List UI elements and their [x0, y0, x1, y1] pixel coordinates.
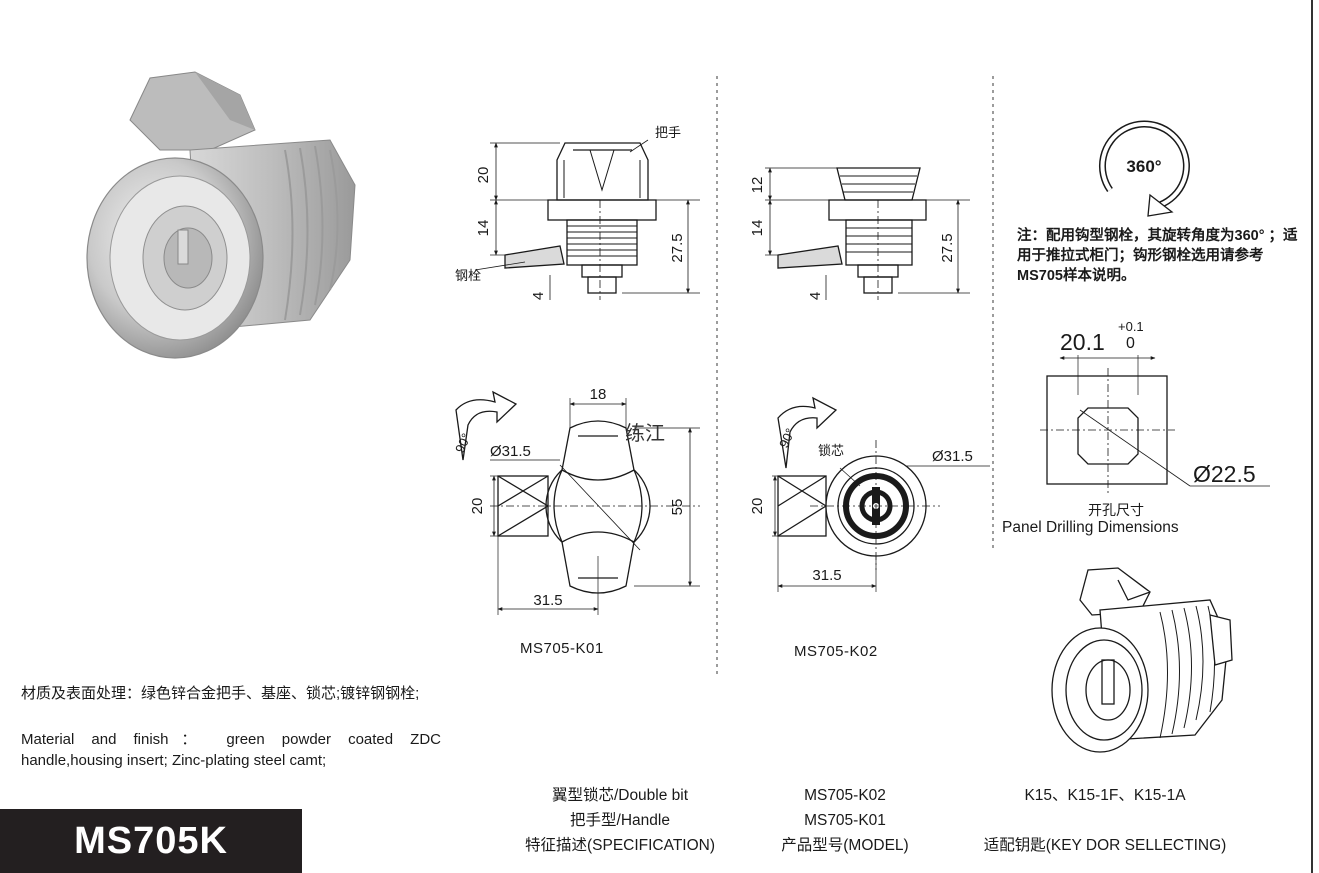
caption-k01: MS705-K01 — [520, 640, 604, 657]
dim-k01-27-5: 27.5 — [669, 233, 686, 262]
dim-k01-18: 18 — [590, 386, 607, 403]
spec-col-3: K15、K15-1F、K15-1A 适配钥匙(KEY DOR SELLECTIN… — [950, 783, 1260, 858]
label-handle: 把手 — [655, 125, 681, 140]
k01-top-view — [455, 390, 700, 615]
rotation-360-label: 360° — [1126, 157, 1161, 176]
spec-col-2: MS705-K02 MS705-K01 产品型号(MODEL) — [755, 783, 935, 858]
spec-col3-row3: 适配钥匙(KEY DOR SELLECTING) — [983, 837, 1227, 854]
dim-k02-27-5: 27.5 — [939, 233, 956, 262]
model-title: MS705K — [0, 809, 302, 873]
product-render — [86, 71, 356, 359]
dim-panel-tol-lower: 0 — [1126, 335, 1135, 352]
k02-front-view — [765, 167, 970, 300]
note-text: 注：配用钩型钢栓，其旋转角度为360° ；适用于推拉式柜门；钩形钢栓选用请参考M… — [1017, 228, 1298, 284]
watermark: 练江 — [625, 421, 665, 445]
dim-k02-31-5: 31.5 — [812, 567, 841, 584]
page-border-line — [1311, 0, 1313, 873]
caption-panel-cn: 开孔尺寸 — [1088, 502, 1144, 518]
product-sketch — [1051, 567, 1233, 753]
caption-panel-en: Panel Drilling Dimensions — [1002, 519, 1179, 536]
caption-k02: MS705-K02 — [794, 643, 878, 660]
dim-panel-tol-upper: +0.1 — [1118, 319, 1144, 334]
spec-col2-row1: MS705-K02 — [804, 787, 886, 804]
spec-col1-row2: 把手型/Handle — [570, 812, 670, 829]
dim-k02-top-20: 20 — [749, 498, 766, 515]
material-en: Material and finish： green powder coated… — [21, 731, 441, 769]
dim-k01-55: 55 — [669, 499, 686, 516]
dim-k01-top-20: 20 — [469, 498, 486, 515]
dim-panel-width: 20.1 — [1060, 329, 1105, 355]
label-core: 锁芯 — [818, 443, 844, 458]
k01-front-view — [474, 139, 700, 300]
spec-col2-row2: MS705-K01 — [804, 812, 886, 829]
spec-col-1: 翼型锁芯/Double bit 把手型/Handle 特征描述(SPECIFIC… — [490, 783, 750, 858]
panel-drilling-drawing — [1040, 355, 1270, 495]
spec-col1-row1: 翼型锁芯/Double bit — [551, 787, 689, 804]
dim-k02-dia: Ø31.5 — [932, 448, 973, 465]
spec-col3-row2 — [950, 808, 1260, 833]
dim-k01-4: 4 — [530, 292, 547, 300]
rotation-360-icon — [1098, 120, 1190, 217]
k02-top-view — [772, 396, 990, 592]
dim-k02-14: 14 — [749, 220, 766, 237]
dim-k01-20: 20 — [475, 167, 492, 184]
dim-k02-4: 4 — [807, 292, 824, 300]
dim-k01-dia: Ø31.5 — [490, 443, 531, 460]
spec-col3-row1: K15、K15-1F、K15-1A — [1024, 787, 1186, 804]
dim-k01-31-5: 31.5 — [533, 592, 562, 609]
rotation-k01: 90° — [452, 431, 474, 455]
label-bolt: 钢栓 — [455, 268, 481, 283]
spec-col2-row3: 产品型号(MODEL) — [781, 837, 909, 854]
dim-k01-14: 14 — [475, 220, 492, 237]
material-cn: 材质及表面处理：绿色锌合金把手、基座、锁芯;镀锌钢钢栓; — [21, 685, 420, 702]
spec-col1-row3: 特征描述(SPECIFICATION) — [524, 837, 716, 854]
dim-panel-dia: Ø22.5 — [1193, 461, 1256, 487]
dim-k02-12: 12 — [749, 177, 766, 194]
